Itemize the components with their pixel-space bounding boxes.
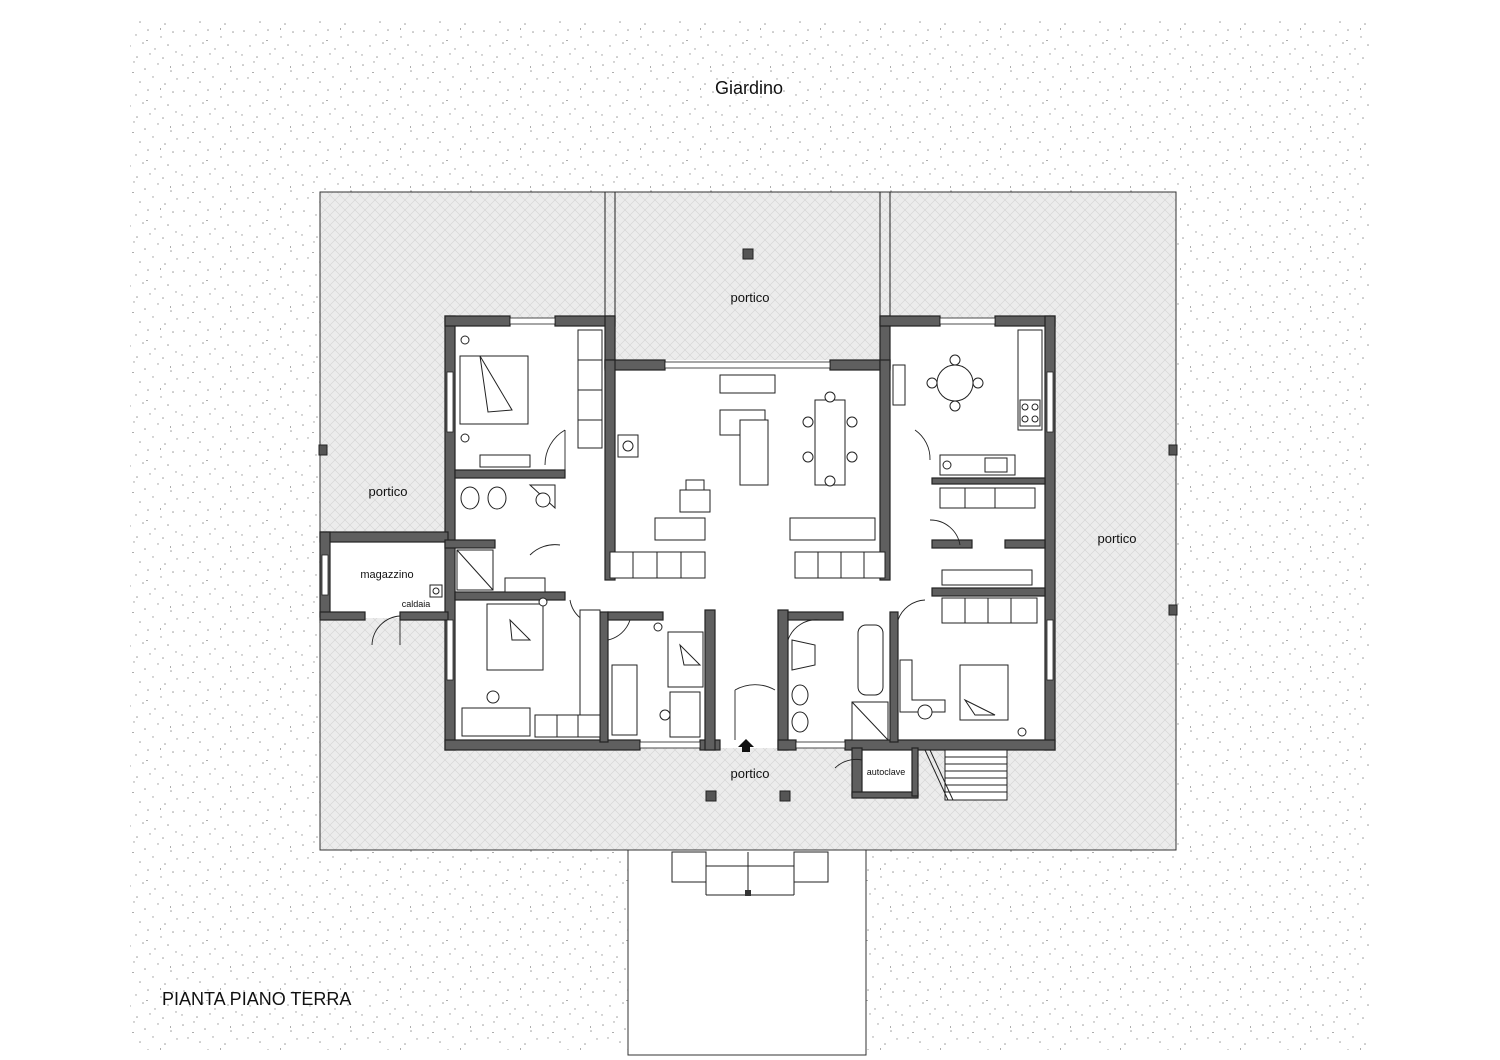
entrance-arrow-icon — [738, 739, 754, 752]
table-icon — [936, 364, 974, 402]
bedroom-bottom-right — [899, 597, 1038, 737]
exterior-walls — [319, 315, 1056, 799]
portico-label-left: portico — [368, 484, 407, 499]
kitchen — [892, 329, 1043, 476]
garden-label: Giardino — [715, 78, 783, 98]
column-icon — [705, 790, 717, 802]
portico-label-bottom: portico — [730, 766, 769, 781]
column-icon — [779, 790, 791, 802]
living-room — [609, 374, 886, 579]
interior-walls — [444, 359, 1046, 743]
storage-label: magazzino — [360, 569, 413, 581]
driveway-gate — [671, 851, 829, 896]
driveway — [627, 849, 867, 1056]
stairs-icon — [924, 749, 1008, 801]
windows — [321, 317, 1054, 749]
desk — [899, 659, 946, 713]
bedroom-top-left — [459, 329, 603, 468]
boiler-label: caldaia — [402, 599, 431, 609]
autoclave-label: autoclave — [867, 767, 906, 777]
sofa-icon — [794, 551, 886, 579]
bidet-icon — [487, 486, 507, 510]
columns — [318, 248, 1178, 802]
stove-icon — [1019, 399, 1041, 427]
bedroom-bottom-left — [461, 597, 601, 738]
portico-label-right: portico — [1097, 531, 1136, 546]
column-icon — [1168, 604, 1178, 616]
tv-unit — [719, 374, 776, 394]
desk — [669, 691, 701, 738]
utility-room — [939, 487, 1036, 586]
bathroom-right — [791, 624, 889, 741]
bed-icon — [667, 631, 704, 688]
toilet-icon — [460, 486, 480, 510]
bedroom-middle — [611, 622, 704, 738]
bathtub-icon — [857, 624, 884, 696]
bathroom-left — [456, 484, 556, 593]
pergola-lines — [604, 192, 891, 318]
table-icon — [814, 399, 846, 486]
bed-icon — [486, 603, 544, 671]
bidet-icon — [791, 711, 809, 733]
bed-icon — [459, 355, 529, 425]
wardrobe — [611, 664, 638, 736]
desk — [461, 707, 531, 737]
wardrobe — [577, 329, 603, 449]
bed-icon — [959, 664, 1009, 721]
wardrobe — [579, 609, 601, 716]
page-title: PIANTA PIANO TERRA — [162, 989, 351, 1009]
column-icon — [318, 444, 328, 456]
storage-room — [429, 584, 443, 598]
sink-icon — [939, 454, 1016, 476]
toilet-icon — [791, 684, 809, 706]
column-icon — [1168, 444, 1178, 456]
column-icon — [742, 248, 754, 260]
portico-label-top: portico — [730, 290, 769, 305]
wardrobe — [941, 597, 1038, 624]
